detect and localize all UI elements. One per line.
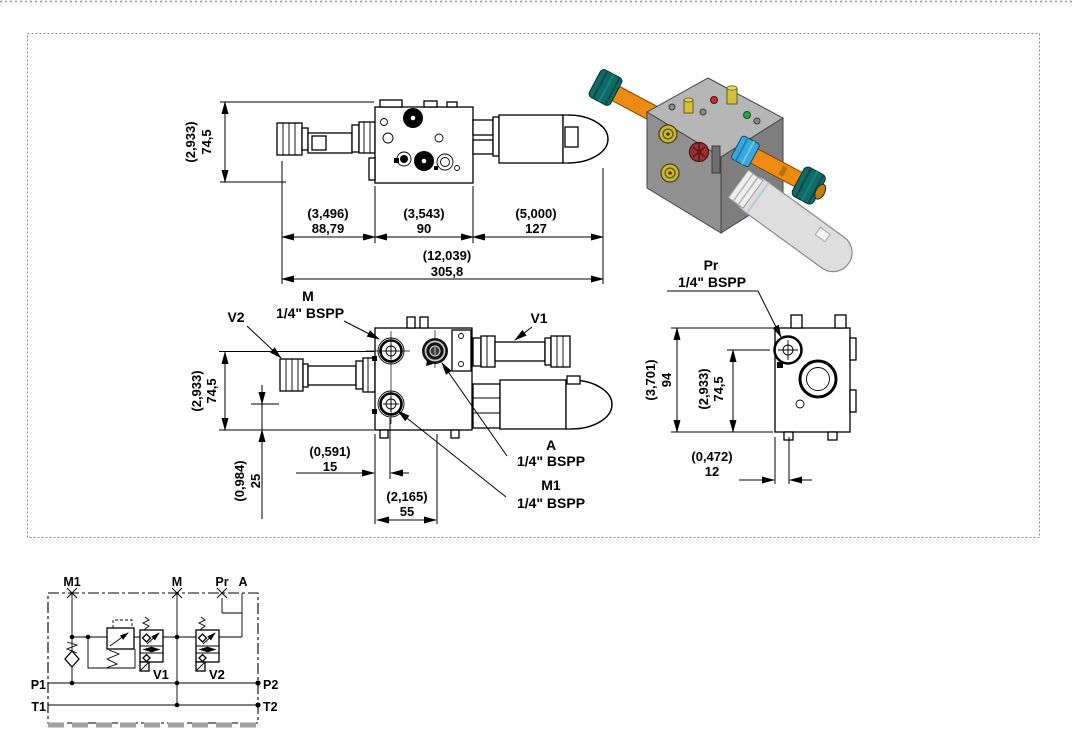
v2-cartridge-plan [279, 357, 376, 393]
dim-pr-inset-mm: 12 [705, 464, 719, 479]
front-dimensions: (2,933) 74,5 (3,496) 88,79 (3,543) 90 (5… [183, 101, 604, 284]
front-view: (2,933) 74,5 (3,496) 88,79 (3,543) 90 (5… [183, 99, 609, 284]
dim-seg3-mm: 127 [525, 221, 547, 236]
label-port-m-thread: 1/4" BSPP [276, 305, 344, 321]
schematic-valve-v1: V1 [139, 616, 169, 682]
label-schematic-t2: T2 [263, 700, 278, 714]
dim-a-offset-inch: (2,165) [386, 489, 427, 504]
dim-plan-height-mm: 74,5 [204, 378, 219, 403]
valve-body-side [773, 314, 857, 441]
side-labels: Pr 1/4" BSPP [667, 257, 782, 338]
valve-body-plan [366, 316, 473, 439]
label-schematic-a: A [238, 575, 247, 589]
label-v2: V2 [227, 309, 244, 325]
label-schematic-pr: Pr [215, 575, 228, 589]
label-schematic-p2: P2 [263, 678, 278, 692]
label-schematic-v2: V2 [209, 667, 225, 682]
relief-valve [105, 619, 135, 669]
label-port-pr-thread: 1/4" BSPP [678, 274, 746, 290]
dim-front-height-mm: 74,5 [199, 129, 214, 154]
port-pr [773, 335, 803, 368]
drawing-border [27, 33, 1040, 538]
dim-seg1-inch: (3,496) [307, 206, 348, 221]
plan-dimensions: (2,933) 74,5 (0,984) 25 (0,591) 15 (2,16… [189, 351, 438, 524]
accumulator-front [472, 114, 609, 164]
dim-pr-inset-inch: (0,472) [691, 449, 732, 464]
dim-pr-height-mm: 74,5 [711, 376, 726, 401]
schematic-lines [48, 593, 258, 706]
dim-m1-offset-mm: 25 [248, 474, 263, 488]
side-view: Pr 1/4" BSPP (3,701) 94 (2,933) 74,5 (0,… [643, 257, 857, 484]
accumulator-plan [472, 375, 613, 430]
iso-red-indicator [710, 96, 718, 104]
label-port-m1-thread: 1/4" BSPP [517, 495, 585, 511]
dim-plan-height-inch: (2,933) [189, 370, 204, 411]
label-port-pr: Pr [704, 257, 719, 273]
port-m1 [377, 390, 405, 418]
label-schematic-m1: M1 [63, 575, 80, 589]
v2-cartridge-front [276, 121, 376, 156]
dim-a-offset-mm: 55 [400, 504, 414, 519]
label-schematic-t1: T1 [31, 700, 46, 714]
check-valve [64, 641, 80, 668]
junction-dots [69, 634, 261, 708]
label-schematic-m: M [172, 575, 182, 589]
label-port-m1: M1 [541, 477, 561, 493]
v1-cartridge-plan [472, 335, 571, 368]
label-port-m: M [302, 288, 314, 304]
dim-total-mm: 305,8 [431, 264, 464, 279]
iso-screw-hole-2 [699, 108, 707, 116]
dim-seg2-mm: 90 [417, 221, 431, 236]
port-a [422, 338, 448, 366]
dim-total-inch: (12,039) [423, 248, 471, 263]
valve-body-front [368, 99, 474, 184]
dim-m1-offset-inch: (0,984) [232, 460, 247, 501]
dim-port-inset-inch: (0,591) [309, 444, 350, 459]
plan-view: M 1/4" BSPP V2 V1 A 1/4" BSPP M1 1/4" BS… [189, 288, 613, 524]
port-m [377, 337, 405, 365]
schematic-valve-v2: V2 [195, 616, 225, 682]
label-schematic-p1: P1 [31, 678, 46, 692]
iso-right-rod [731, 135, 827, 205]
label-port-a-thread: 1/4" BSPP [517, 453, 585, 469]
iso-green-indicator [743, 111, 751, 119]
iso-screw-hole-1 [668, 103, 676, 111]
dim-seg2-inch: (3,543) [403, 206, 444, 221]
iso-accumulator [727, 169, 853, 273]
plan-labels: M 1/4" BSPP V2 V1 A 1/4" BSPP M1 1/4" BS… [227, 288, 585, 511]
hydraulic-schematic: V1 V2 M1 M Pr A P1 [31, 575, 279, 728]
iso-red-valve [688, 141, 710, 163]
dim-side-height-mm: 94 [659, 372, 674, 387]
dim-port-inset-mm: 15 [323, 459, 337, 474]
dim-seg1-mm: 88,79 [312, 221, 345, 236]
iso-view [588, 69, 853, 273]
dim-seg3-inch: (5,000) [515, 206, 556, 221]
side-dimensions: (3,701) 94 (2,933) 74,5 (0,472) 12 [643, 327, 812, 484]
iso-screw-hole-3 [753, 117, 761, 125]
label-v1: V1 [530, 310, 547, 326]
iso-yellow-plug-1 [658, 124, 678, 144]
dim-side-height-inch: (3,701) [643, 359, 658, 400]
label-port-a: A [546, 437, 556, 453]
schematic-labels: M1 M Pr A P1 T1 P2 T2 [31, 575, 279, 714]
label-schematic-v1: V1 [153, 667, 169, 682]
dim-front-height-inch: (2,933) [183, 121, 198, 162]
side-large-bore [798, 359, 838, 399]
dim-pr-height-inch: (2,933) [696, 368, 711, 409]
iso-slot [711, 145, 721, 174]
iso-yellow-plug-2 [660, 163, 680, 183]
